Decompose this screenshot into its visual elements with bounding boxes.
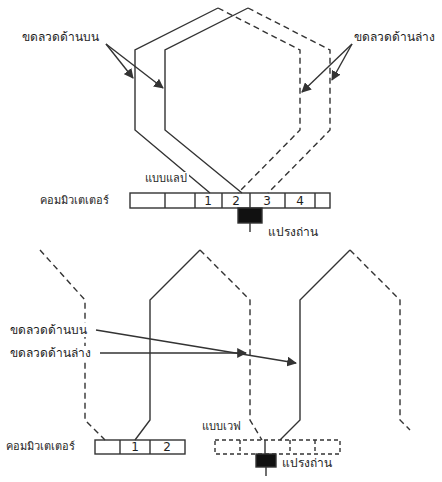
commutator-strip	[95, 440, 185, 454]
brush-label: แปรงถ่าน	[280, 456, 334, 470]
leader-line	[302, 44, 352, 92]
upper-coil-side	[135, 8, 218, 193]
winding-type-label: แบบแลป	[143, 172, 189, 186]
leader-line	[106, 44, 163, 88]
brush	[256, 454, 276, 467]
winding-type-label: แบบเวฟ	[200, 420, 243, 434]
commutator-divider	[119, 440, 120, 454]
commutator-label: คอมมิวเตเตอร์	[4, 440, 77, 454]
segment-number: 3	[263, 194, 271, 208]
brush	[238, 208, 262, 223]
leader-line	[332, 44, 352, 80]
coil-side-label: ขดลวดด้านล่าง	[352, 30, 437, 44]
brush-label: แปรงถ่าน	[266, 225, 320, 239]
segment-number: 1	[131, 440, 139, 454]
commutator-strip	[130, 193, 330, 208]
commutator-divider	[264, 440, 265, 454]
segment-number: 4	[296, 194, 304, 208]
upper-coil-side	[280, 250, 350, 440]
coil-side-label: ขดลวดด้านบน	[20, 30, 101, 44]
lower-coil-side	[350, 250, 410, 430]
coil-side-label: ขดลวดด้านบน	[8, 323, 89, 337]
brush-lead	[249, 223, 250, 232]
lower-coil-side	[200, 250, 262, 440]
upper-coil-side	[165, 8, 248, 193]
lower-coil-side	[248, 8, 330, 193]
commutator-dividers	[165, 193, 315, 208]
segment-number: 2	[163, 440, 171, 454]
segment-number: 1	[204, 194, 212, 208]
commutator-divider	[149, 440, 150, 454]
leader-line	[100, 352, 246, 353]
lower-coil-side	[218, 8, 300, 193]
leader-line	[96, 330, 296, 363]
segment-number: 2	[232, 194, 240, 208]
commutator-label: คอมมิวเตเตอร์	[38, 194, 111, 208]
coil-side-label: ขดลวดด้านล่าง	[8, 346, 93, 360]
lower-coil-side	[40, 250, 105, 440]
brush-lead	[265, 467, 266, 476]
commutator-strip-dashed	[215, 440, 340, 454]
